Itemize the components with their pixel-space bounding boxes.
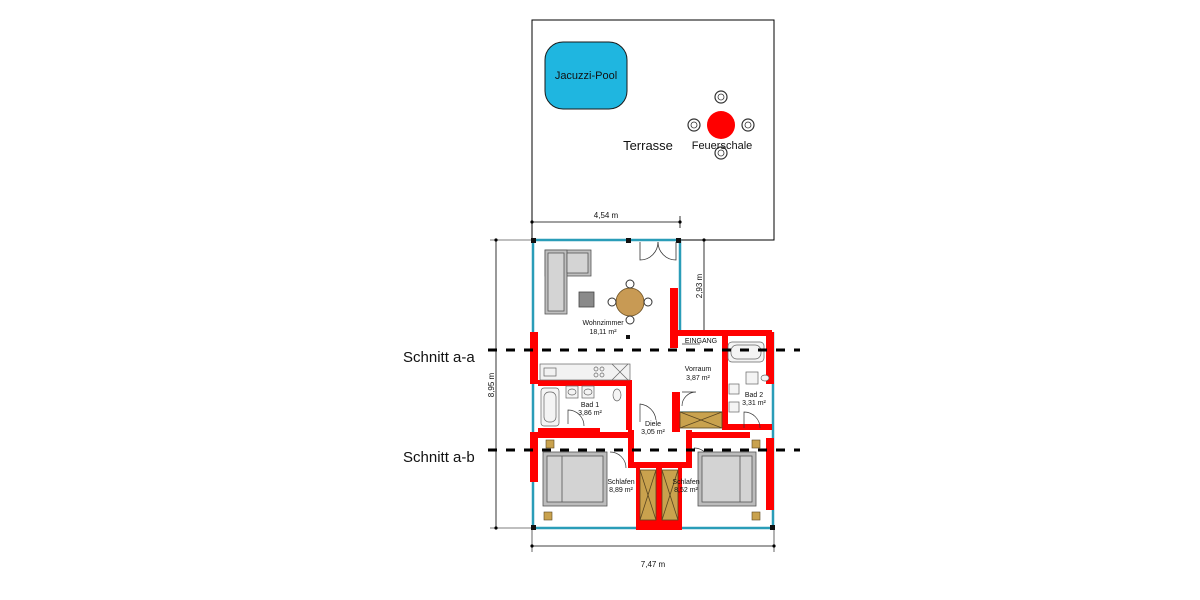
room-labels: Wohnzimmer 18,11 m² EINGANG Vorraum 3,87… [578,320,766,494]
room-schlafen2-name: Schlafen [672,479,699,486]
room-diele-area: 3,05 m² [641,429,665,436]
kitchen-counter [539,363,631,381]
bad1-fixtures [540,385,622,427]
terrace-door [639,241,677,261]
section-a-a-label: Schnitt a-a [403,349,475,366]
dimension-height-total-label: 8,95 m [487,372,496,397]
bad2-fixtures [727,341,770,413]
dimension-height-living-label: 2,93 m [695,273,704,298]
closets [639,411,723,521]
room-bad1-area: 3,86 m² [578,410,602,417]
sofa [544,249,592,315]
bed-left [542,451,608,507]
dimension-width-top-label: 4,54 m [594,211,619,220]
room-bad1-name: Bad 1 [581,402,599,409]
dining-table [607,279,653,325]
dimension-width-total: 7,47 m [530,528,776,569]
fire-bowl [707,111,735,139]
fire-label: Feuerschale [692,140,753,152]
chair-bottom [714,146,728,160]
room-bad2-name: Bad 2 [745,392,763,399]
room-diele-name: Diele [645,421,661,428]
section-line-a-b: Schnitt a-b [403,448,800,466]
bad1-door [567,409,585,427]
coffee-table [578,291,595,308]
nightstands [543,439,761,521]
terrace-label: Terrasse [623,138,673,153]
section-line-a-a: Schnitt a-a [403,348,800,366]
dimension-width-top: 4,54 m [530,211,682,228]
room-eingang-name: EINGANG [685,338,717,345]
room-vorraum-area: 3,87 m² [686,375,710,382]
bad2-door [743,411,761,429]
bed-right [697,451,757,507]
dimension-width-total-label: 7,47 m [641,560,666,569]
posts [531,238,775,530]
room-bad2-area: 3,31 m² [742,400,766,407]
pool-label: Jacuzzi-Pool [555,70,617,82]
dimension-height-total: 8,95 m [487,238,532,530]
dimension-height-living: 2,93 m [695,238,710,334]
chair-right [741,118,755,132]
room-schlafen1-area: 8,89 m² [609,487,633,494]
room-schlafen1-name: Schlafen [607,479,634,486]
red-walls [530,288,774,530]
room-wohnzimmer-area: 18,11 m² [589,329,617,336]
jacuzzi-pool: Jacuzzi-Pool [544,41,628,110]
room-vorraum-name: Vorraum [685,366,712,373]
room-schlafen2-area: 8,52 m² [674,487,698,494]
section-a-b-label: Schnitt a-b [403,449,475,466]
room-wohnzimmer-name: Wohnzimmer [582,320,624,327]
chair-left [687,118,701,132]
chair-top [714,90,728,104]
fire-bowl-group: Feuerschale [687,90,755,160]
